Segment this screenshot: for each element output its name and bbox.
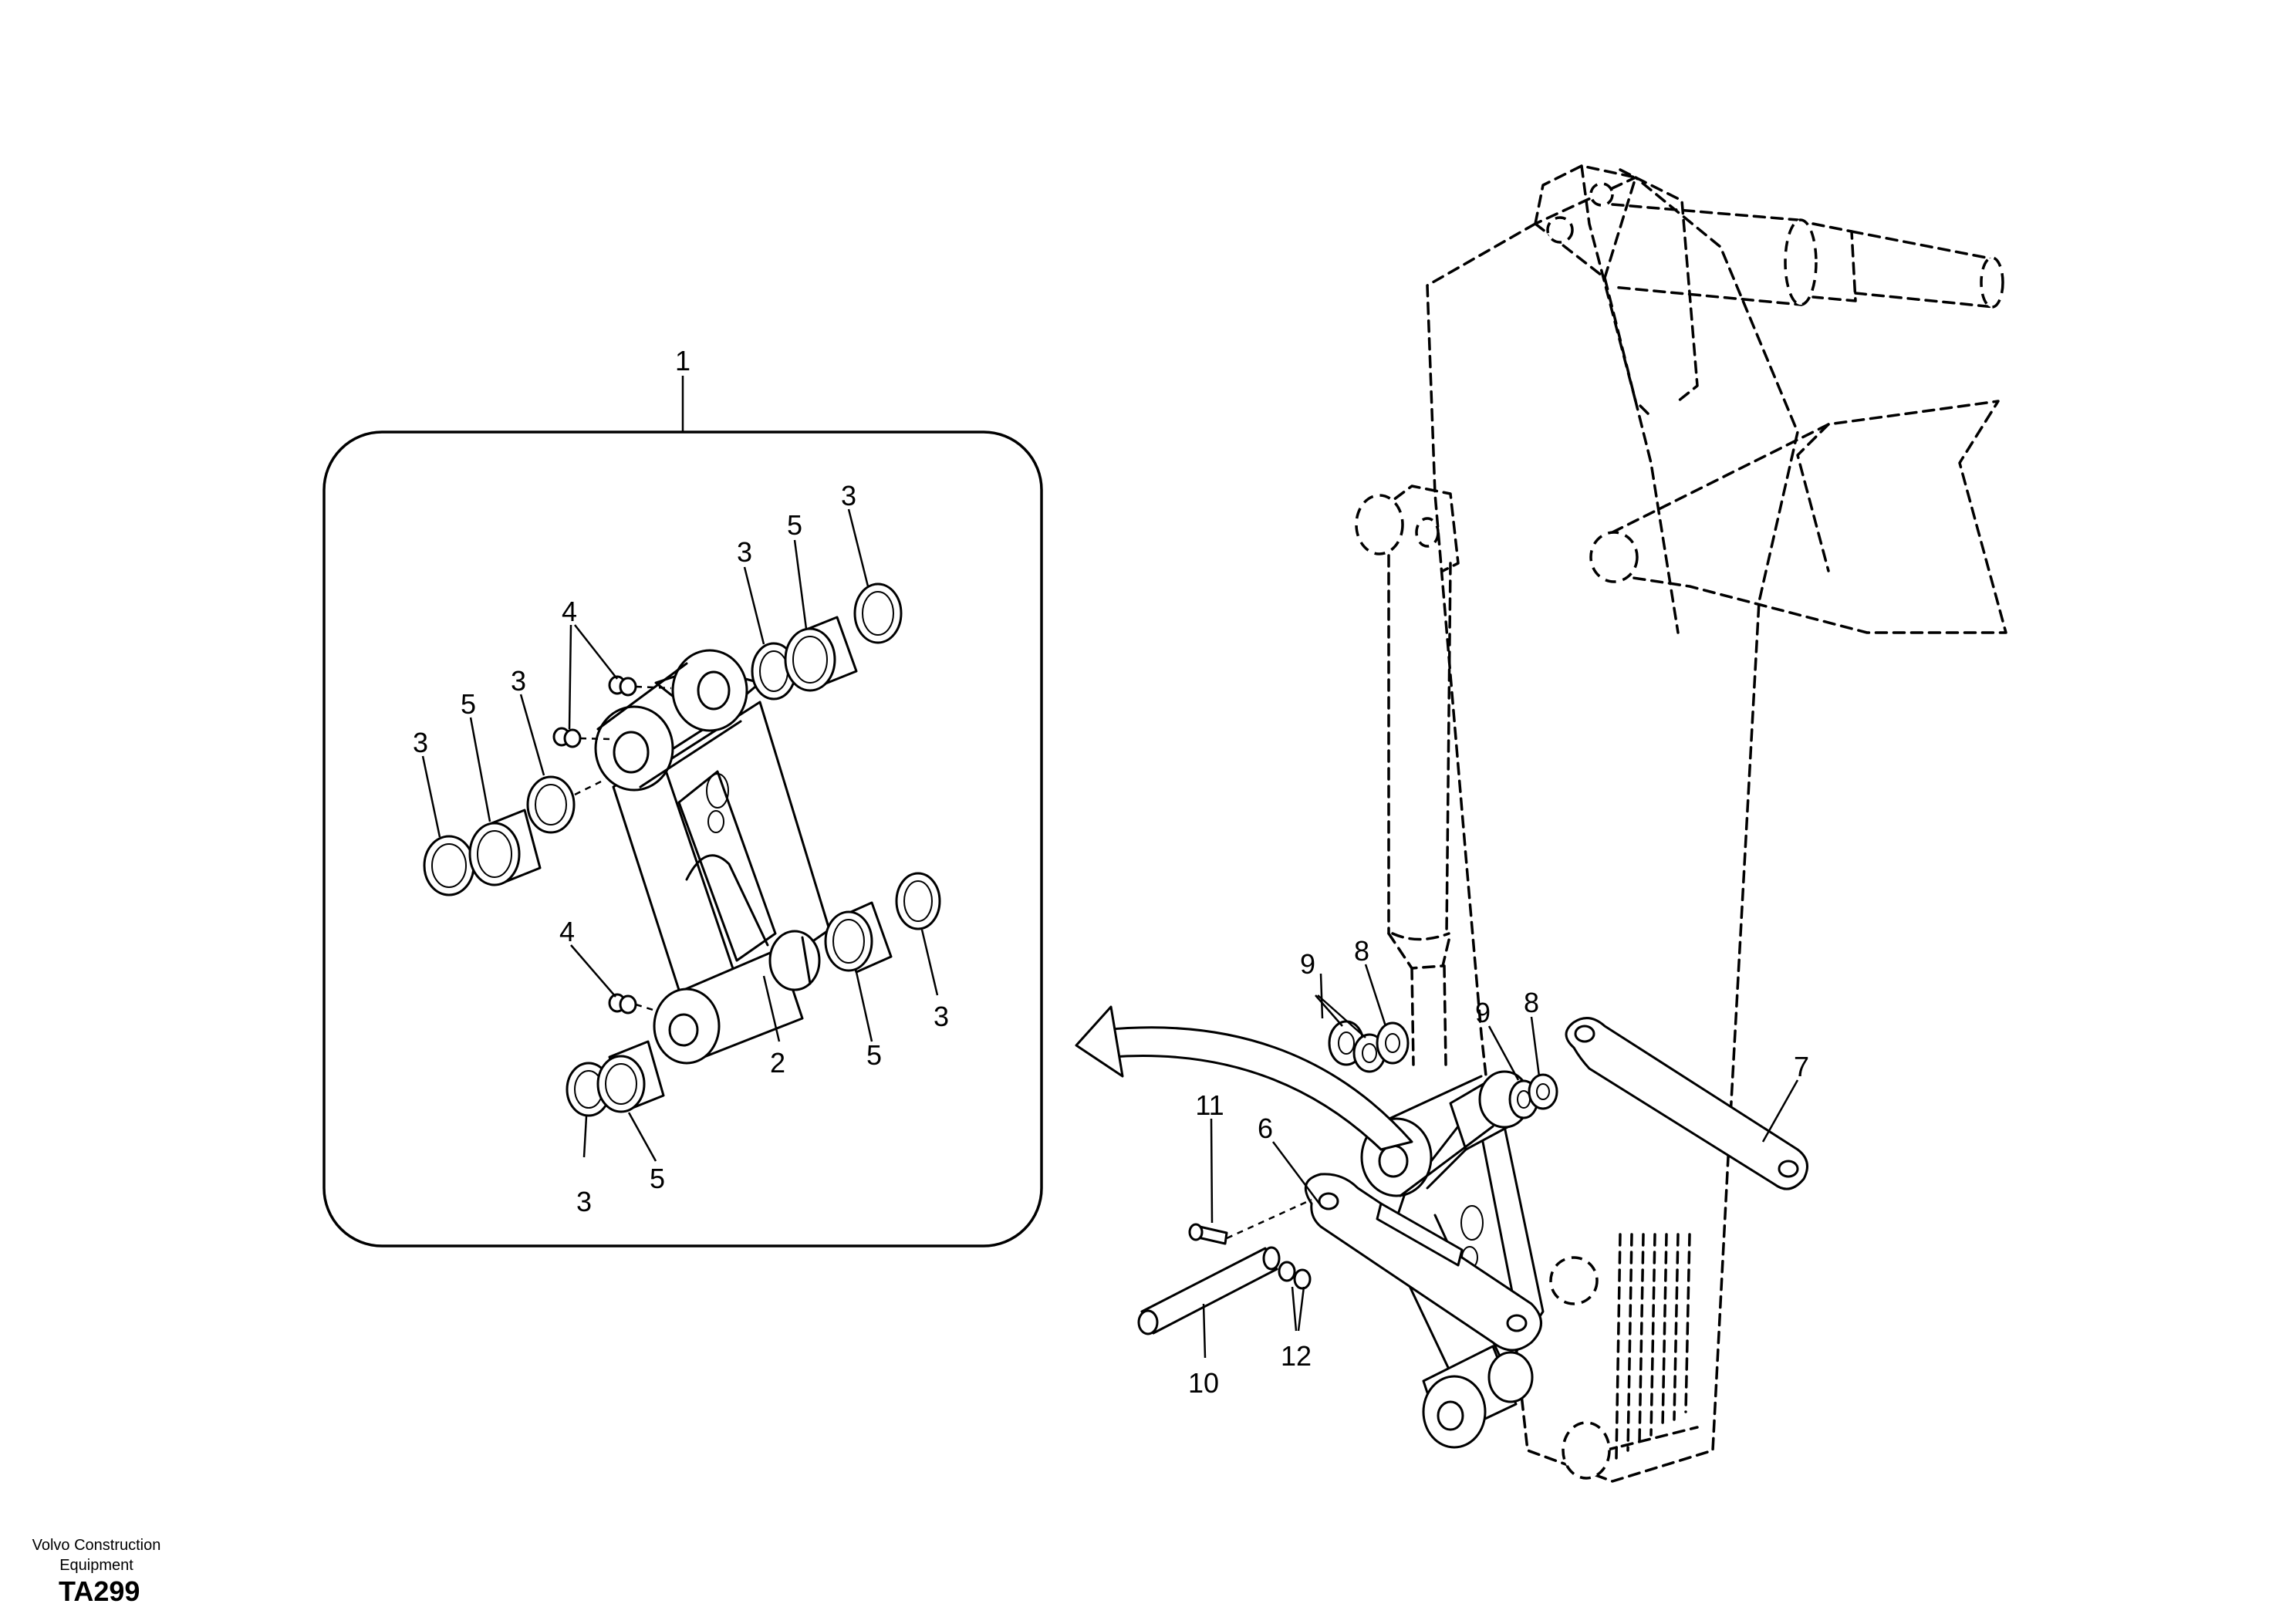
detail-box-1 bbox=[322, 376, 1043, 1248]
brand-label: Volvo Construction Equipment bbox=[15, 1535, 177, 1575]
bolt-11 bbox=[1188, 1198, 1312, 1245]
callout-5a: 5 bbox=[461, 688, 476, 720]
callout-1: 1 bbox=[675, 345, 690, 376]
callout-labels: 1 2 3 3 3 3 3 3 4 4 5 5 5 5 6 7 8 8 9 9 … bbox=[413, 345, 1809, 1399]
brand-line-1: Volvo Construction bbox=[32, 1537, 161, 1554]
nuts-12 bbox=[1278, 1261, 1312, 1290]
leaders-detail bbox=[421, 508, 939, 1162]
link-7 bbox=[1565, 1017, 1808, 1190]
excavator-arm-phantom bbox=[1355, 164, 2007, 1483]
callout-9a: 9 bbox=[1300, 948, 1315, 980]
callout-12: 12 bbox=[1281, 1340, 1312, 1372]
callout-3f: 3 bbox=[576, 1186, 592, 1217]
drawing-code: TA299 bbox=[59, 1575, 140, 1607]
callout-3b: 3 bbox=[511, 665, 526, 697]
callout-5b: 5 bbox=[787, 509, 802, 541]
callout-3e: 3 bbox=[934, 1001, 949, 1032]
washers-8-9-right bbox=[1508, 1073, 1558, 1119]
bushing-seal-set-left-bottom bbox=[566, 1040, 665, 1117]
callout-3c: 3 bbox=[737, 536, 752, 568]
pin-10 bbox=[1137, 1246, 1281, 1335]
exploded-link-assembly bbox=[594, 649, 831, 1065]
washers-8-9-left bbox=[1328, 1020, 1410, 1073]
callout-3d: 3 bbox=[841, 480, 856, 512]
callout-5c: 5 bbox=[866, 1039, 882, 1071]
callout-10: 10 bbox=[1188, 1367, 1219, 1399]
callout-7: 7 bbox=[1794, 1051, 1809, 1082]
callout-8a: 8 bbox=[1354, 935, 1369, 967]
leaders-right bbox=[1202, 964, 1799, 1359]
callout-2: 2 bbox=[770, 1047, 785, 1079]
transfer-arrow bbox=[1075, 1005, 1413, 1151]
grease-nipples-4 bbox=[552, 675, 672, 1015]
callout-8b: 8 bbox=[1524, 987, 1539, 1018]
callout-4b: 4 bbox=[559, 916, 575, 947]
callout-9b: 9 bbox=[1475, 997, 1491, 1028]
callout-4a: 4 bbox=[562, 596, 577, 627]
callout-5d: 5 bbox=[650, 1163, 665, 1194]
linkage-assembly bbox=[1304, 1070, 1545, 1449]
callout-6: 6 bbox=[1258, 1112, 1273, 1144]
brand-line-2: Equipment bbox=[59, 1557, 133, 1574]
callout-11: 11 bbox=[1195, 1089, 1224, 1121]
callout-3a: 3 bbox=[413, 727, 428, 758]
bushing-seal-set-left-top bbox=[423, 775, 606, 896]
bushing-seal-set-right-top bbox=[751, 582, 903, 701]
bushing-seal-set-right-bottom bbox=[824, 872, 941, 974]
